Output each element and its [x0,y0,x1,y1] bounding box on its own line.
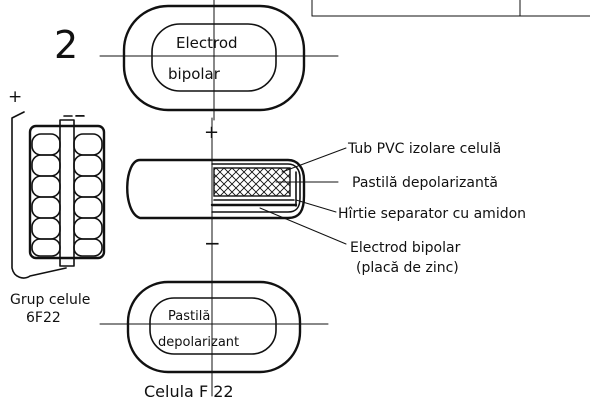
bottom-cell-view: Pastilă depolarizant [99,280,329,374]
callout-pvc-tube: Tub PVC izolare celulă [347,141,501,157]
group-caption-line2: 6F22 [26,310,61,326]
cell-plus-sign: + [204,122,219,143]
cell-group-6f22 [11,111,106,279]
callout-bipolar-electrode: Electrod bipolar [350,240,461,256]
bottom-cell-label-line1: Pastilă [168,309,210,324]
callout-zinc-plate: (placă de zinc) [356,260,459,276]
bottom-cell-label-line2: depolarizant [158,335,239,350]
callout-separator-paper: Hîrtie separator cu amidon [338,206,526,222]
cell-caption: Celula F 22 [144,382,234,401]
table-fragment [311,0,590,17]
callout-depolarizing-pellet: Pastilă depolarizantă [352,175,498,191]
group-plus-sign: + [8,87,22,107]
figure-number: 2 [54,23,78,67]
cell-minus-sign: − [204,231,221,255]
group-minus-sign: − [74,108,86,124]
top-cell-label-line2: bipolar [168,65,221,83]
top-cell-view: Electrod bipolar [99,0,339,121]
group-caption-line1: Grup celule [10,292,90,308]
callout-leaders [259,147,347,245]
top-cell-label-line1: Electrod [176,34,238,52]
